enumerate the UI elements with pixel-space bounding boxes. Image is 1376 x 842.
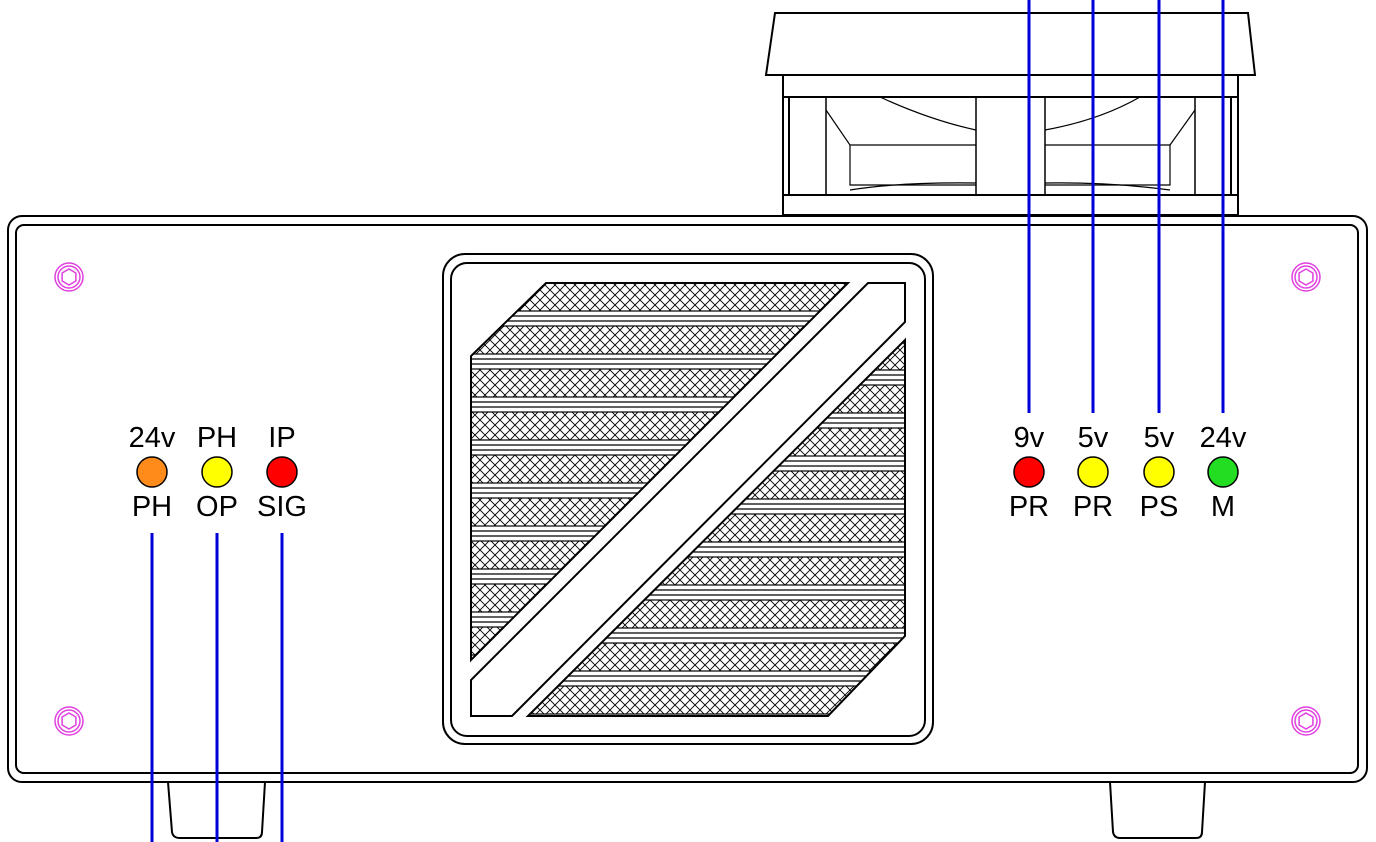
- led-top-label: 5v: [1144, 422, 1175, 454]
- led-light-icon: [201, 456, 233, 488]
- hex-screw-icon: [54, 262, 1321, 736]
- led-light-icon: [1143, 456, 1175, 488]
- led-top-label: 5v: [1078, 422, 1109, 454]
- led-bottom-label: SIG: [257, 491, 307, 523]
- led-top-label: IP: [268, 422, 295, 454]
- led-light-icon: [1077, 456, 1109, 488]
- led-light-icon: [266, 456, 298, 488]
- led-light-icon: [136, 456, 168, 488]
- wires: [150, 0, 1225, 842]
- led-light-icon: [1013, 456, 1045, 488]
- led-top-label: 24v: [129, 422, 176, 454]
- led-top-label: 9v: [1014, 422, 1045, 454]
- led-bottom-label: PH: [132, 491, 172, 523]
- vent-grille-icon: [442, 253, 934, 745]
- fan-icon: [764, 12, 1257, 216]
- led-bottom-label: PR: [1073, 491, 1113, 523]
- led-bottom-label: PS: [1140, 491, 1179, 523]
- led-bottom-label: OP: [196, 491, 238, 523]
- hex-screw-icon: [1291, 262, 1321, 292]
- led-indicator: IP SIG: [257, 422, 307, 523]
- led-indicator: PH OP: [196, 422, 238, 523]
- led-bottom-label: PR: [1009, 491, 1049, 523]
- led-top-label: 24v: [1200, 422, 1247, 454]
- foot-icon: [167, 781, 1206, 839]
- led-light-icon: [1207, 456, 1239, 488]
- hex-screw-icon: [54, 706, 84, 736]
- led-top-label: PH: [197, 422, 237, 454]
- hex-screw-icon: [54, 262, 84, 292]
- led-bottom-label: M: [1211, 491, 1235, 523]
- hex-screw-icon: [1291, 706, 1321, 736]
